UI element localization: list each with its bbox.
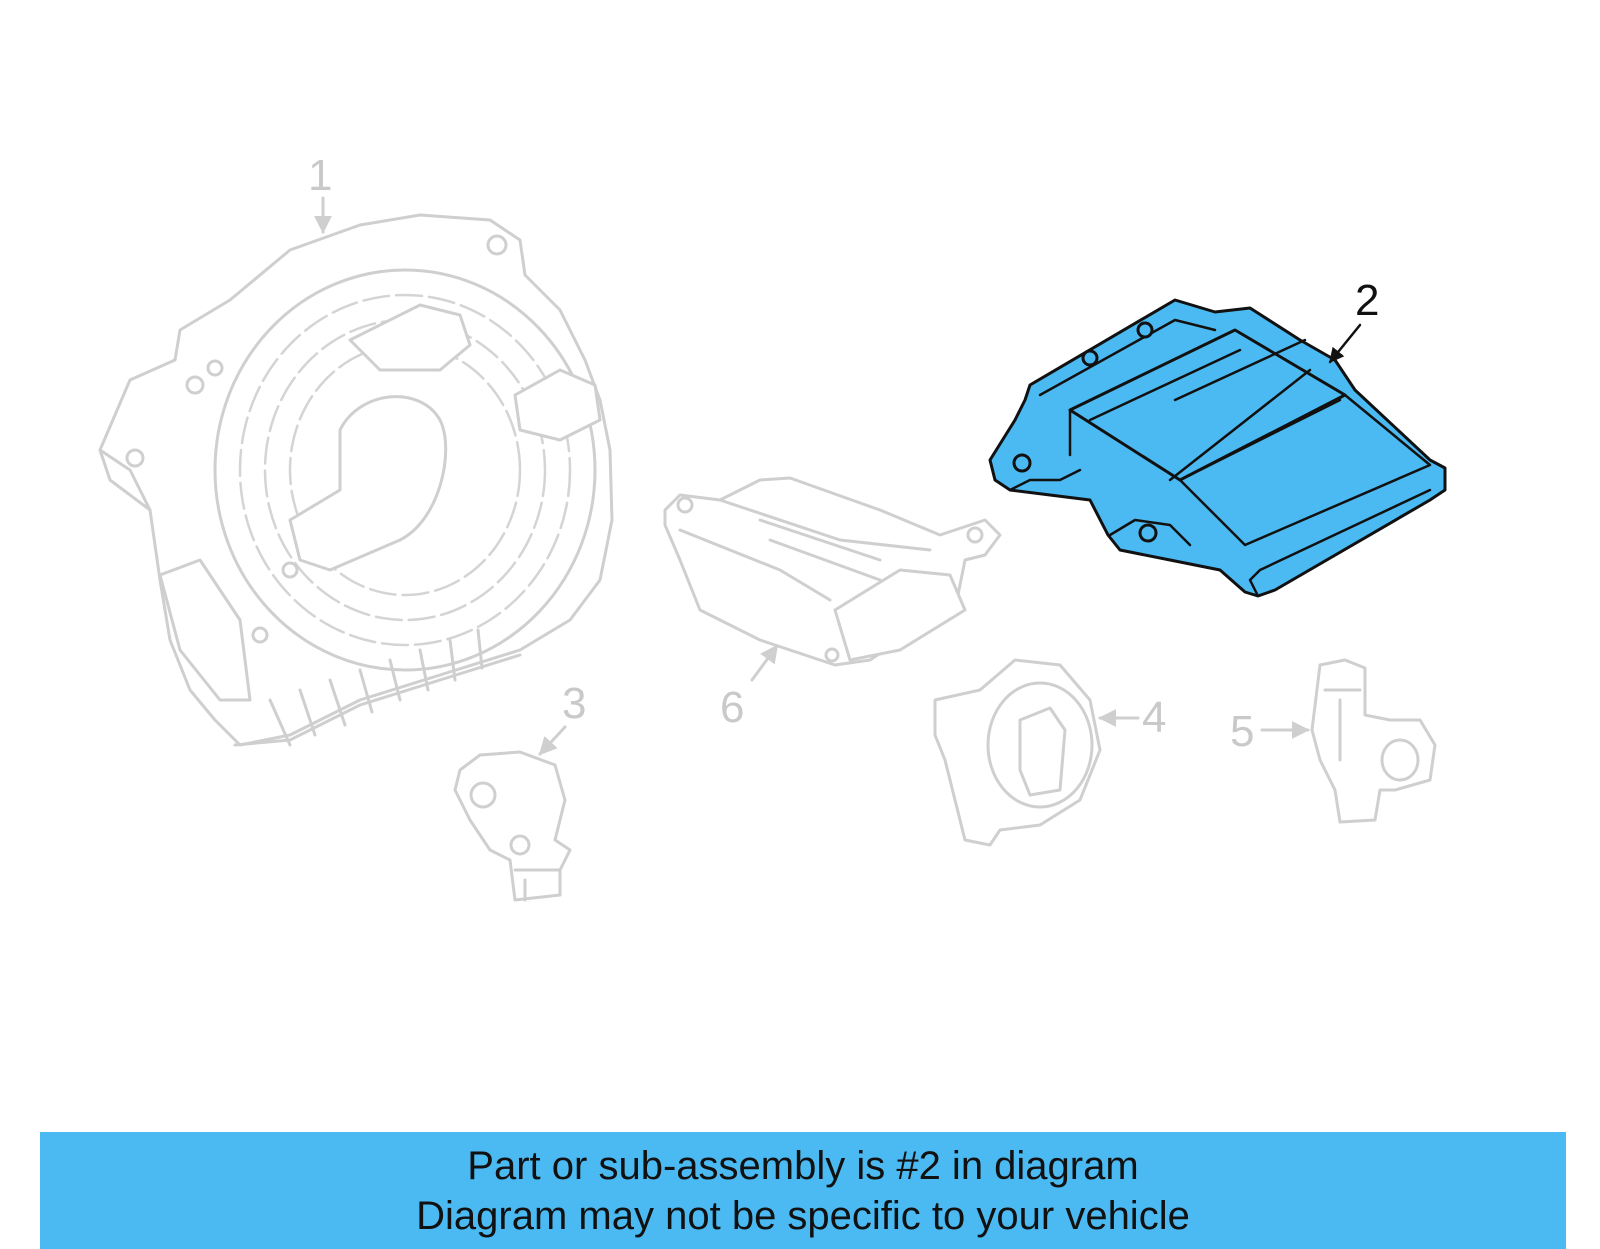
part-2-control-module-highlighted[interactable] xyxy=(988,298,1447,598)
callout-4[interactable]: 4 xyxy=(1142,693,1166,742)
info-banner: Part or sub-assembly is #2 in diagram Di… xyxy=(40,1132,1566,1249)
banner-line-2: Diagram may not be specific to your vehi… xyxy=(416,1193,1190,1238)
callout-6-arrow xyxy=(750,644,779,682)
banner-line-1: Part or sub-assembly is #2 in diagram xyxy=(467,1143,1139,1188)
callout-3-arrow xyxy=(538,725,567,756)
callout-1[interactable]: 1 xyxy=(308,151,332,200)
part-6-module[interactable] xyxy=(663,476,1002,667)
callout-2-arrow xyxy=(1328,323,1362,364)
part-3-sensor[interactable] xyxy=(453,750,572,902)
part-5-sensor[interactable] xyxy=(1310,658,1437,824)
callout-5[interactable]: 5 xyxy=(1230,707,1254,756)
part-1-clock-spring[interactable] xyxy=(98,213,614,747)
part-4-sensor[interactable] xyxy=(933,658,1102,847)
callout-3[interactable]: 3 xyxy=(562,679,586,728)
callout-2[interactable]: 2 xyxy=(1355,276,1379,325)
callout-6[interactable]: 6 xyxy=(720,683,744,732)
